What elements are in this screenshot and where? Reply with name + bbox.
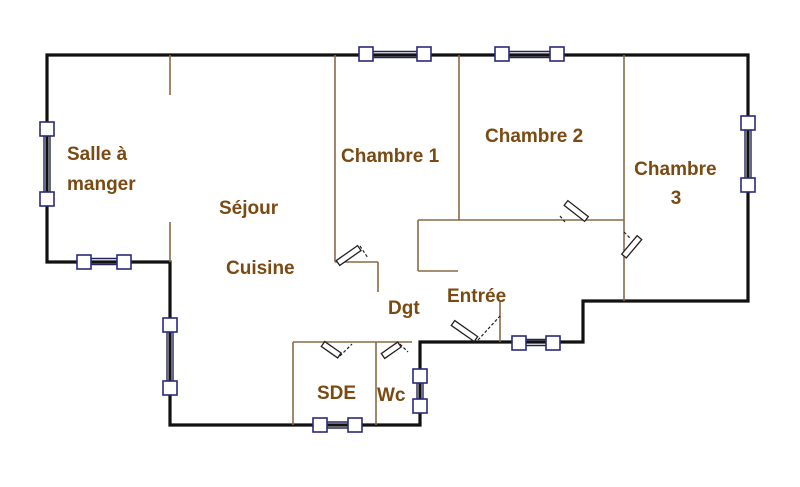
window-bottom-sde: [312, 417, 363, 433]
door-wc: [380, 341, 403, 360]
door-chambre-3: [620, 234, 643, 259]
label-chambre-2: Chambre 2: [485, 126, 583, 147]
window-bottom-entree: [511, 335, 561, 351]
inner-walls: [169, 55, 625, 425]
door-entree: [450, 319, 479, 343]
windows: [39, 46, 756, 433]
label-sde: SDE: [317, 383, 356, 404]
label-chambre-3: Chambre 3: [634, 159, 722, 209]
label-entree: Entrée: [447, 286, 506, 307]
label-salle-a-manger: Salle à manger: [67, 144, 136, 195]
label-dgt: Dgt: [388, 298, 420, 319]
window-bottom-salle: [76, 254, 132, 270]
window-left-salle: [39, 121, 55, 207]
door-chambre-2: [563, 199, 590, 223]
label-sejour: Séjour: [219, 198, 279, 219]
window-top-chambre-1: [358, 46, 432, 62]
window-right-wc: [412, 368, 428, 414]
window-left-sejour: [162, 317, 178, 396]
doors: [320, 199, 643, 360]
label-chambre-1: Chambre 1: [341, 146, 440, 167]
door-chambre-1: [335, 244, 362, 267]
door-sde: [320, 340, 343, 359]
window-right-chambre-3: [740, 115, 756, 193]
outer-wall: [45, 53, 750, 427]
label-wc: Wc: [377, 385, 406, 406]
label-cuisine: Cuisine: [226, 258, 295, 279]
window-top-chambre-2: [494, 46, 565, 62]
